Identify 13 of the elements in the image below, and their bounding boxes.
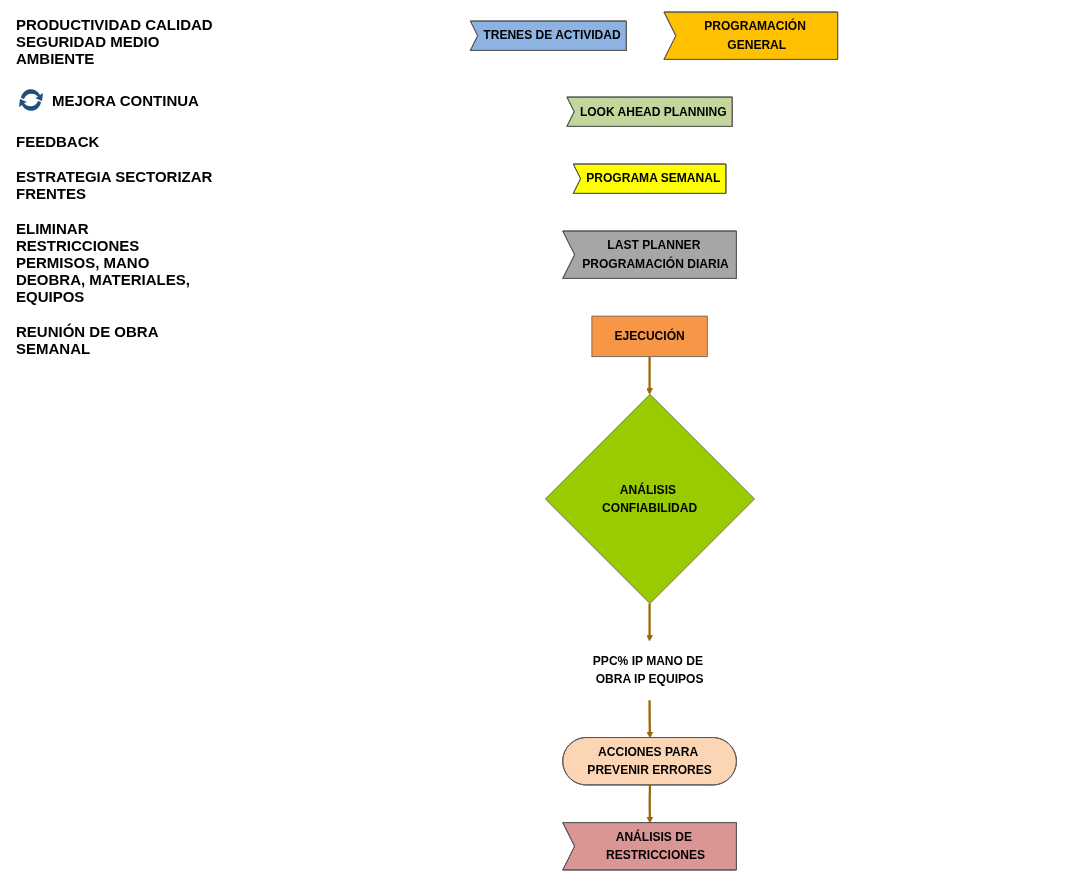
node-box: EJECUCIÓN: [591, 315, 708, 358]
note-text: ESTRATEGIA SECTORIZAR FRENTES: [16, 168, 214, 202]
note-text: FEEDBACK: [16, 133, 101, 150]
note-text: PRODUCTIVIDAD CALIDAD SEGURIDAD MEDIO AMBIENTE: [16, 16, 214, 67]
arrow: [646, 356, 653, 395]
node-diamond: ANÁLISIS CONFIABILIDAD: [544, 393, 755, 604]
arrow: [646, 699, 654, 739]
node-text: PPC% IP MANO DE OBRA IP EQUIPOS: [592, 654, 704, 686]
note-text: REUNIÓN DE OBRA SEMANAL: [16, 323, 159, 357]
arrow: [646, 785, 654, 824]
note-text: ELIMINAR RESTRICCIONES PERMISOS, MANO DEOBRA, MATERIALES, EQUIPOS: [16, 220, 191, 305]
cycle-label: MEJORA CONTINUA: [52, 91, 199, 109]
arrow: [646, 603, 653, 642]
